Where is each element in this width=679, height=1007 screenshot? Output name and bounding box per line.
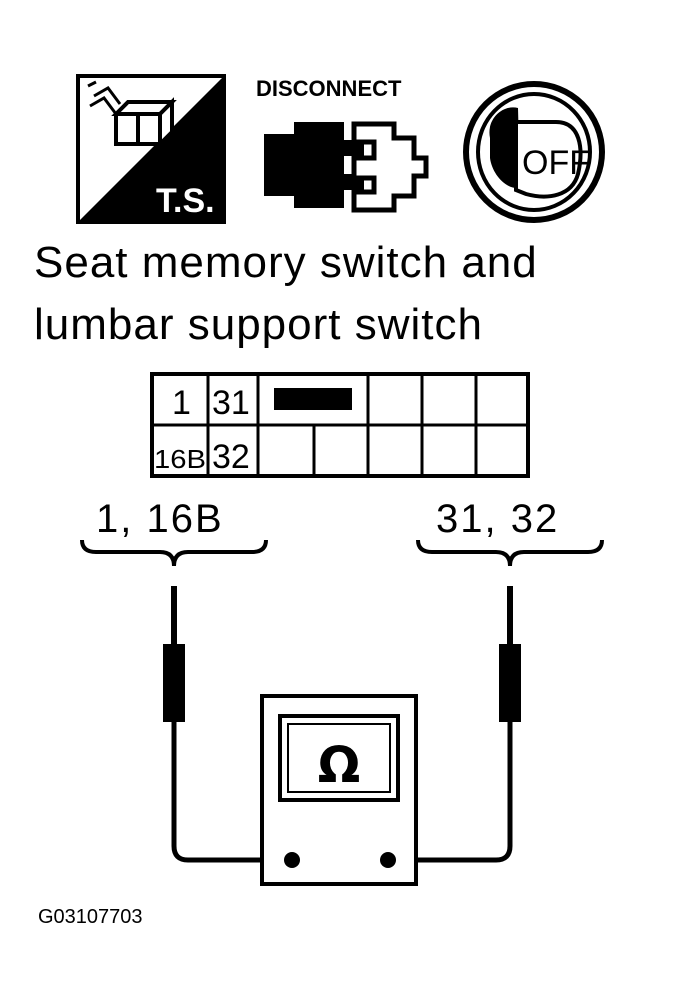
ohmmeter <box>260 694 418 886</box>
ignition-key-off-icon: OFF <box>463 81 605 223</box>
right-probe-label: 31, 32 <box>436 497 560 541</box>
disconnect-label: DISCONNECT <box>256 76 402 101</box>
title-line-2: lumbar support switch <box>34 300 483 349</box>
ts-label: T.S. <box>156 182 215 220</box>
ohm-symbol-icon: Ω <box>318 736 361 794</box>
right-brace <box>416 539 604 567</box>
right-probe <box>388 586 521 863</box>
pin-label-1: 1 <box>172 384 191 422</box>
meter-terminal-right <box>380 852 396 868</box>
diagram-title: Seat memory switch and lumbar support sw… <box>34 232 538 356</box>
pin-label-32: 32 <box>212 438 250 476</box>
disconnect-plug-icon: DISCONNECT <box>256 76 429 213</box>
icon-row: T.S. DISCONNECT OFF <box>76 74 606 224</box>
connector-keyway <box>274 388 352 410</box>
ts-harness-icon: T.S. <box>76 74 226 224</box>
left-probe <box>163 586 292 863</box>
pin-label-16b: 16B <box>154 444 206 474</box>
meter-terminal-left <box>284 852 300 868</box>
left-probe-label: 1, 16B <box>96 497 224 541</box>
left-brace <box>80 539 268 567</box>
figure-code: G03107703 <box>38 906 143 928</box>
pin-label-31: 31 <box>212 384 250 422</box>
connector-face: 1 31 16B 32 <box>150 372 530 478</box>
off-label: OFF <box>522 144 590 182</box>
title-line-1: Seat memory switch and <box>34 238 538 287</box>
